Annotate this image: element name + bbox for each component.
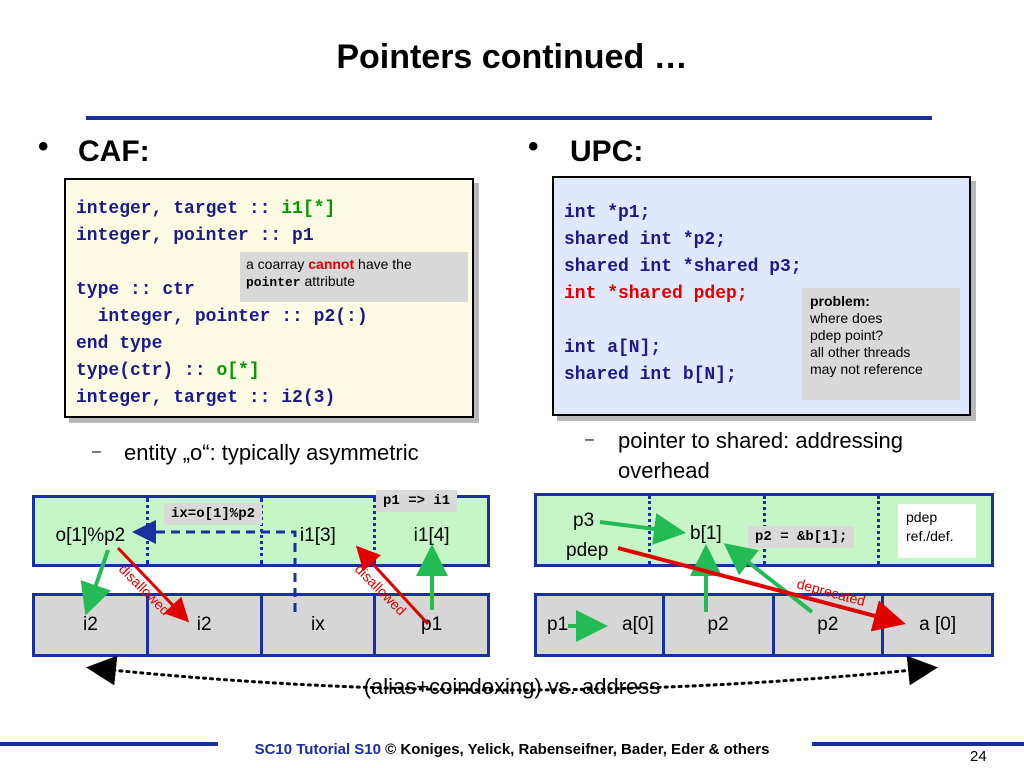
caf-line-4: integer, pointer :: p2(:) [76, 307, 368, 327]
upc-pdep-note: pdep ref./def. [898, 504, 976, 558]
caf-line-2: integer, pointer :: p1 [76, 226, 314, 246]
comparison-arc [86, 655, 938, 692]
caf-bottom-cell-4: p1 [421, 614, 443, 635]
caf-line-5: end type [76, 334, 163, 354]
upc-label-p2-assign: p2 = &b[1]; [748, 526, 855, 548]
footer-text: SC10 Tutorial S10 © Koniges, Yelick, Rab… [254, 741, 770, 758]
caf-arrow-disallowed-2 [355, 545, 430, 626]
caf-line-6: type(ctr) :: o[*] [76, 361, 260, 381]
upc-bullet: • [528, 130, 539, 163]
caf-bullet: • [38, 130, 49, 163]
caf-subbullet-dash: – [92, 443, 101, 460]
upc-label-p3: p3 [573, 510, 595, 531]
caf-arrow-o-to-i2 [80, 549, 111, 616]
upc-heading: UPC: [570, 135, 644, 168]
title-underline [86, 116, 932, 120]
upc-code: int *p1; shared int *p2; shared int *sha… [564, 200, 802, 389]
caf-coarray-note: a coarray cannot have the pointer attrib… [240, 252, 468, 302]
upc-top-cell-3 [766, 496, 880, 564]
upc-line-5: int a[N]; [564, 338, 662, 358]
caf-label-p1-assign: p1 => i1 [376, 490, 458, 512]
caf-line-3: type :: ctr [76, 280, 195, 300]
slide-title: Pointers continued … [336, 38, 688, 76]
upc-arrow-pdep-to-a0 [617, 546, 906, 632]
caf-top-cell-3: i1[3] [263, 498, 377, 564]
upc-subbullet-line1: pointer to shared: addressing [618, 428, 903, 453]
caf-disallowed-label-1: disallowed [116, 561, 174, 619]
upc-line-4: int *shared pdep; [564, 284, 748, 304]
upc-bottom-cell-4: a [0] [919, 614, 957, 635]
upc-label-pdep: pdep [566, 540, 609, 561]
footer-line-left [0, 742, 218, 746]
caf-bottom-cell-2: i2 [149, 596, 263, 654]
caf-line-1: integer, target :: i1[*] [76, 199, 336, 219]
caf-bottom-cell-3: ix [263, 596, 377, 654]
caf-arrow-disallowed-1 [116, 546, 190, 623]
upc-bottom-cell-2: p2 [665, 596, 775, 654]
upc-subbullet-line2: overhead [618, 458, 710, 483]
caf-code: integer, target :: i1[*] integer, pointe… [76, 196, 368, 412]
caf-arrow-ix-to-o [132, 520, 297, 612]
page-number: 24 [970, 748, 987, 765]
caf-line-7: integer, target :: i2(3) [76, 388, 336, 408]
upc-arrow-p3-to-b1 [599, 513, 686, 545]
upc-line-1: int *p1; [564, 203, 651, 223]
upc-arrow-p2b-to-b1 [723, 543, 814, 614]
upc-label-b1: b[1] [690, 523, 722, 544]
comparison-label: (alias+coindexing) vs. address [363, 674, 661, 699]
upc-line-3: shared int *shared p3; [564, 257, 802, 277]
caf-subbullet: entity „o“: typically asymmetric [124, 440, 419, 465]
caf-bottom-cell-1: i2 [35, 596, 149, 654]
upc-line-2: shared int *p2; [564, 230, 727, 250]
caf-top-cell-4: i1[4] [413, 525, 450, 546]
caf-label-ix-assign: ix=o[1]%p2 [164, 503, 263, 525]
footer-line-right [812, 742, 1024, 746]
caf-disallowed-label-2: disallowed [352, 561, 410, 619]
caf-heading: CAF: [78, 135, 150, 168]
upc-problem-note: problem: where does pdep point? all othe… [802, 288, 960, 400]
upc-line-6: shared int b[N]; [564, 365, 737, 385]
upc-subbullet-dash: – [585, 431, 594, 448]
